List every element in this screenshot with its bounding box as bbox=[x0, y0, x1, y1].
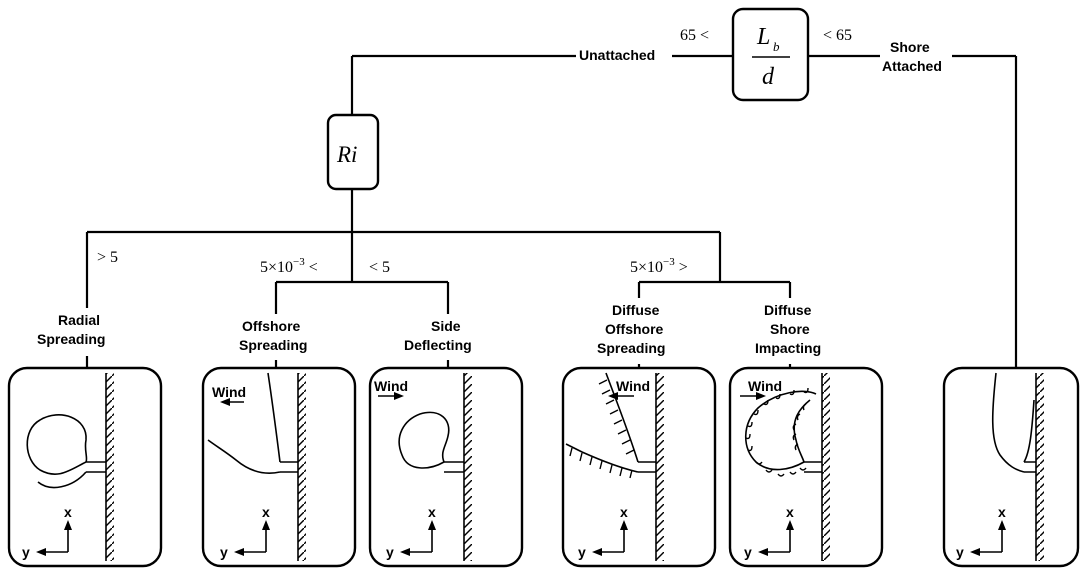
regime-5-line3: Impacting bbox=[755, 340, 821, 356]
x-axis-label: x bbox=[620, 504, 628, 520]
regime-5-line1: Diffuse bbox=[764, 302, 812, 318]
regime-2-line1: Offshore bbox=[242, 318, 301, 334]
y-axis-label: y bbox=[220, 544, 228, 560]
shore-label: Shore bbox=[890, 39, 930, 55]
regime-3-line2: Deflecting bbox=[404, 337, 472, 353]
regime-1-line2: Spreading bbox=[37, 331, 105, 347]
lbd-left-condition: 65 < bbox=[680, 27, 709, 44]
y-axis-label: y bbox=[22, 544, 30, 560]
wind-label: Wind bbox=[748, 378, 782, 394]
x-axis-label: x bbox=[64, 504, 72, 520]
unattached-label: Unattached bbox=[579, 47, 655, 63]
x-axis-label: x bbox=[428, 504, 436, 520]
panel-diffuse-offshore-spreading: Wind x y bbox=[563, 368, 715, 566]
lbd-right-condition: < 65 bbox=[823, 27, 852, 44]
wind-label: Wind bbox=[616, 378, 650, 394]
y-axis-label: y bbox=[744, 544, 752, 560]
regime-2-line2: Spreading bbox=[239, 337, 307, 353]
lbd-denominator: d bbox=[762, 64, 775, 90]
cond-gt5: > 5 bbox=[97, 249, 118, 266]
x-axis-label: x bbox=[262, 504, 270, 520]
regime-4-line3: Spreading bbox=[597, 340, 665, 356]
wind-label: Wind bbox=[374, 378, 408, 394]
regime-5-line2: Shore bbox=[770, 321, 810, 337]
wind-label: Wind bbox=[212, 384, 246, 400]
cond-right: 5×10−3> bbox=[630, 256, 688, 276]
lbd-subscript: b bbox=[773, 39, 780, 54]
ri-decision-box: Ri bbox=[328, 115, 378, 189]
regime-4-line2: Offshore bbox=[605, 321, 664, 337]
x-axis-label: x bbox=[998, 504, 1006, 520]
lbd-decision-box: L b d bbox=[733, 9, 808, 100]
ri-label: Ri bbox=[336, 142, 357, 167]
regime-4-line1: Diffuse bbox=[612, 302, 660, 318]
panel-offshore-spreading: Wind x y bbox=[203, 368, 355, 566]
x-axis-label: x bbox=[786, 504, 794, 520]
y-axis-label: y bbox=[956, 544, 964, 560]
y-axis-label: y bbox=[578, 544, 586, 560]
panel-radial-spreading: x y bbox=[9, 368, 161, 566]
panel-diffuse-shore-impacting: Wind x y bbox=[730, 368, 882, 566]
panel-side-deflecting: Wind x y bbox=[370, 368, 522, 566]
attached-label: Attached bbox=[882, 58, 942, 74]
cond-lt5: < 5 bbox=[369, 259, 390, 276]
regime-3-line1: Side bbox=[431, 318, 461, 334]
cond-mid-left: 5×10−3< bbox=[260, 256, 318, 276]
lbd-numerator: L bbox=[756, 24, 770, 50]
panel-shore-attached: x y bbox=[944, 368, 1078, 566]
regime-1-line1: Radial bbox=[58, 312, 100, 328]
y-axis-label: y bbox=[386, 544, 394, 560]
